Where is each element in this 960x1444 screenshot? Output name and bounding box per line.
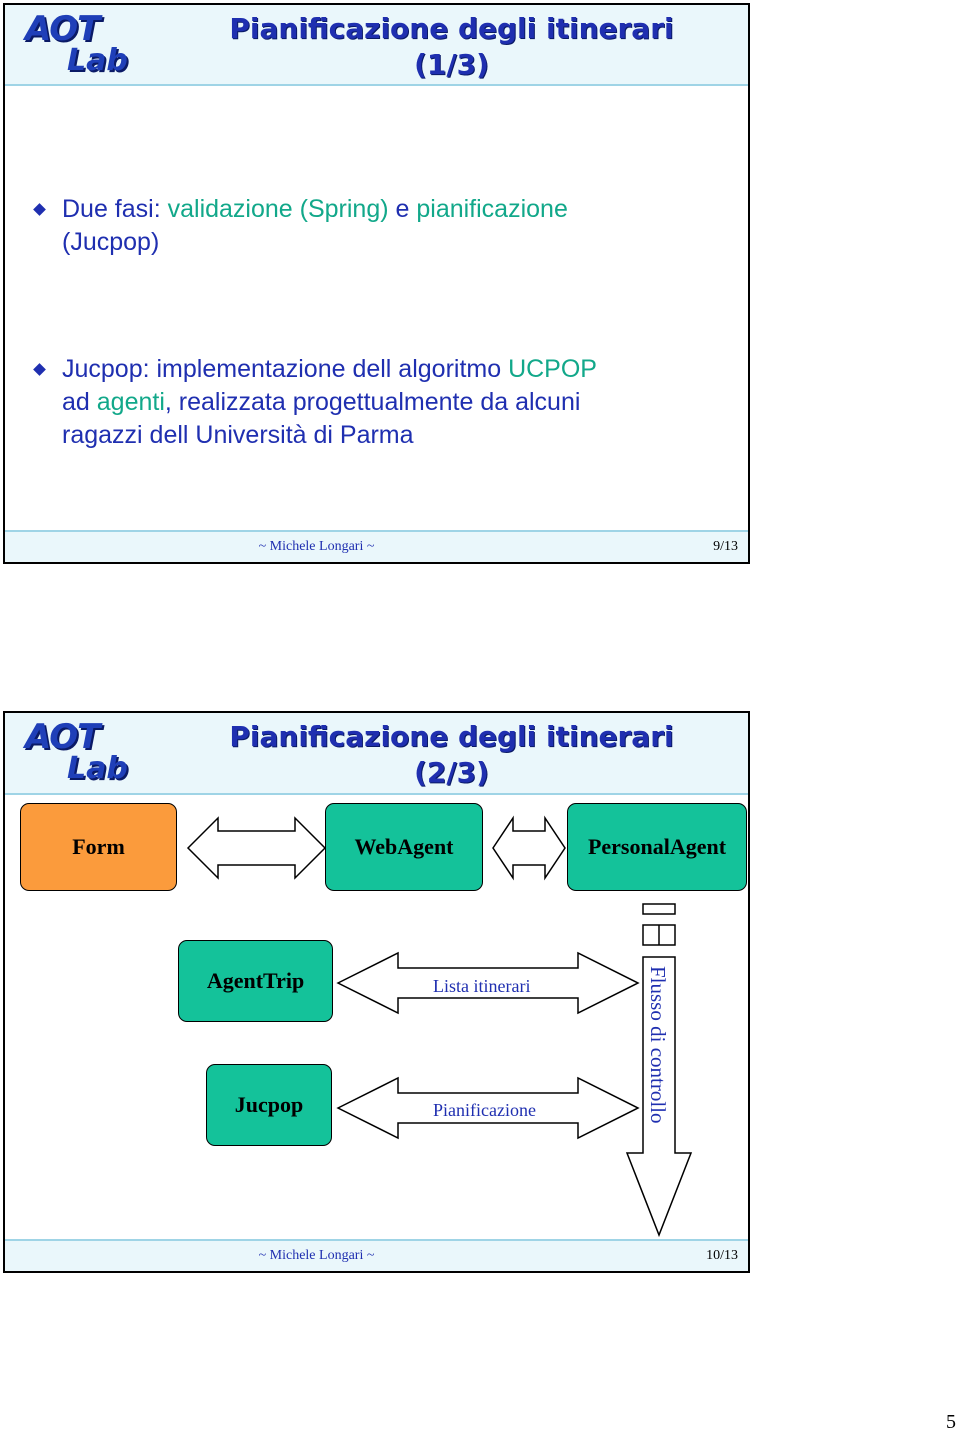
- arrow-label-pianificazione: Pianificazione: [433, 1100, 536, 1120]
- bullet-text: Jucpop: implementazione dell algoritmo U…: [62, 353, 715, 452]
- bullet-text: Due fasi: validazione (Spring) e pianifi…: [62, 193, 715, 259]
- slide-title-line2: (2/3): [414, 756, 489, 789]
- highlight-span: agenti: [96, 388, 165, 416]
- double-arrow-icon: [492, 815, 566, 881]
- bullet-item: Due fasi: validazione (Spring) e pianifi…: [33, 193, 715, 259]
- aot-lab-logo: AOT Lab: [23, 9, 128, 81]
- agenttrip-box: AgentTrip: [178, 940, 333, 1022]
- double-arrow-icon: [186, 816, 327, 880]
- slide-9: AOT Lab Pianificazione degli itinerari (…: [3, 3, 750, 564]
- flow-stripe-icon: [642, 903, 676, 915]
- diamond-bullet-icon: [33, 363, 46, 376]
- jucpop-box: Jucpop: [206, 1064, 332, 1146]
- text-span: ragazzi dell Università di Parma: [62, 421, 414, 449]
- text-span: Due fasi:: [62, 195, 168, 223]
- footer-page-number: 10/13: [706, 1248, 738, 1263]
- logo-text-lab: Lab: [67, 43, 128, 78]
- double-arrow-icon: [336, 1076, 640, 1140]
- footer-page-number: 9/13: [713, 539, 738, 554]
- highlight-span: validazione (Spring): [167, 195, 389, 223]
- slide-footer: ~ Michele Longari ~ 10/13: [5, 1239, 748, 1271]
- text-span: e: [388, 195, 417, 223]
- slide-footer: ~ Michele Longari ~ 9/13: [5, 530, 748, 562]
- slide-header: AOT Lab Pianificazione degli itinerari (…: [5, 713, 748, 795]
- slide-header: AOT Lab Pianificazione degli itinerari (…: [5, 5, 748, 86]
- text-span: , realizzata progettualmente da alcuni: [164, 388, 581, 416]
- arrow-label-lista-itinerari: Lista itinerari: [433, 976, 531, 996]
- highlight-span: UCPOP: [508, 355, 597, 383]
- text-span: (Jucpop): [62, 228, 160, 256]
- highlight-span: pianificazione: [416, 195, 568, 223]
- webagent-box: WebAgent: [325, 803, 483, 891]
- double-arrow-icon: [336, 951, 640, 1015]
- logo-text-aot: AOT: [25, 717, 100, 757]
- diamond-bullet-icon: [33, 203, 46, 216]
- text-span: ad: [62, 388, 97, 416]
- aot-lab-logo: AOT Lab: [23, 717, 128, 789]
- form-box: Form: [20, 803, 177, 891]
- footer-author: ~ Michele Longari ~: [258, 539, 375, 554]
- logo-text-aot: AOT: [25, 9, 100, 49]
- slide-10: AOT Lab Pianificazione degli itinerari (…: [3, 711, 750, 1273]
- slide-title-line2: (1/3): [414, 48, 489, 81]
- flow-label: Flusso di controllo: [646, 966, 670, 1124]
- bullet-item: Jucpop: implementazione dell algoritmo U…: [33, 353, 715, 452]
- flow-down-arrow-icon: [625, 956, 693, 1238]
- slide-title: Pianificazione degli itinerari (1/3): [155, 11, 748, 83]
- slide-title-line1: Pianificazione degli itinerari: [229, 720, 674, 753]
- document-page-number: 5: [946, 1411, 956, 1433]
- personalagent-box: PersonalAgent: [567, 803, 747, 891]
- diagram-arrows: [186, 815, 693, 1238]
- footer-author: ~ Michele Longari ~: [258, 1248, 375, 1263]
- slide-title-line1: Pianificazione degli itinerari: [229, 12, 674, 45]
- slide-title: Pianificazione degli itinerari (2/3): [155, 719, 748, 791]
- logo-text-lab: Lab: [67, 751, 128, 786]
- text-span: Jucpop: implementazione dell algoritmo: [62, 355, 509, 383]
